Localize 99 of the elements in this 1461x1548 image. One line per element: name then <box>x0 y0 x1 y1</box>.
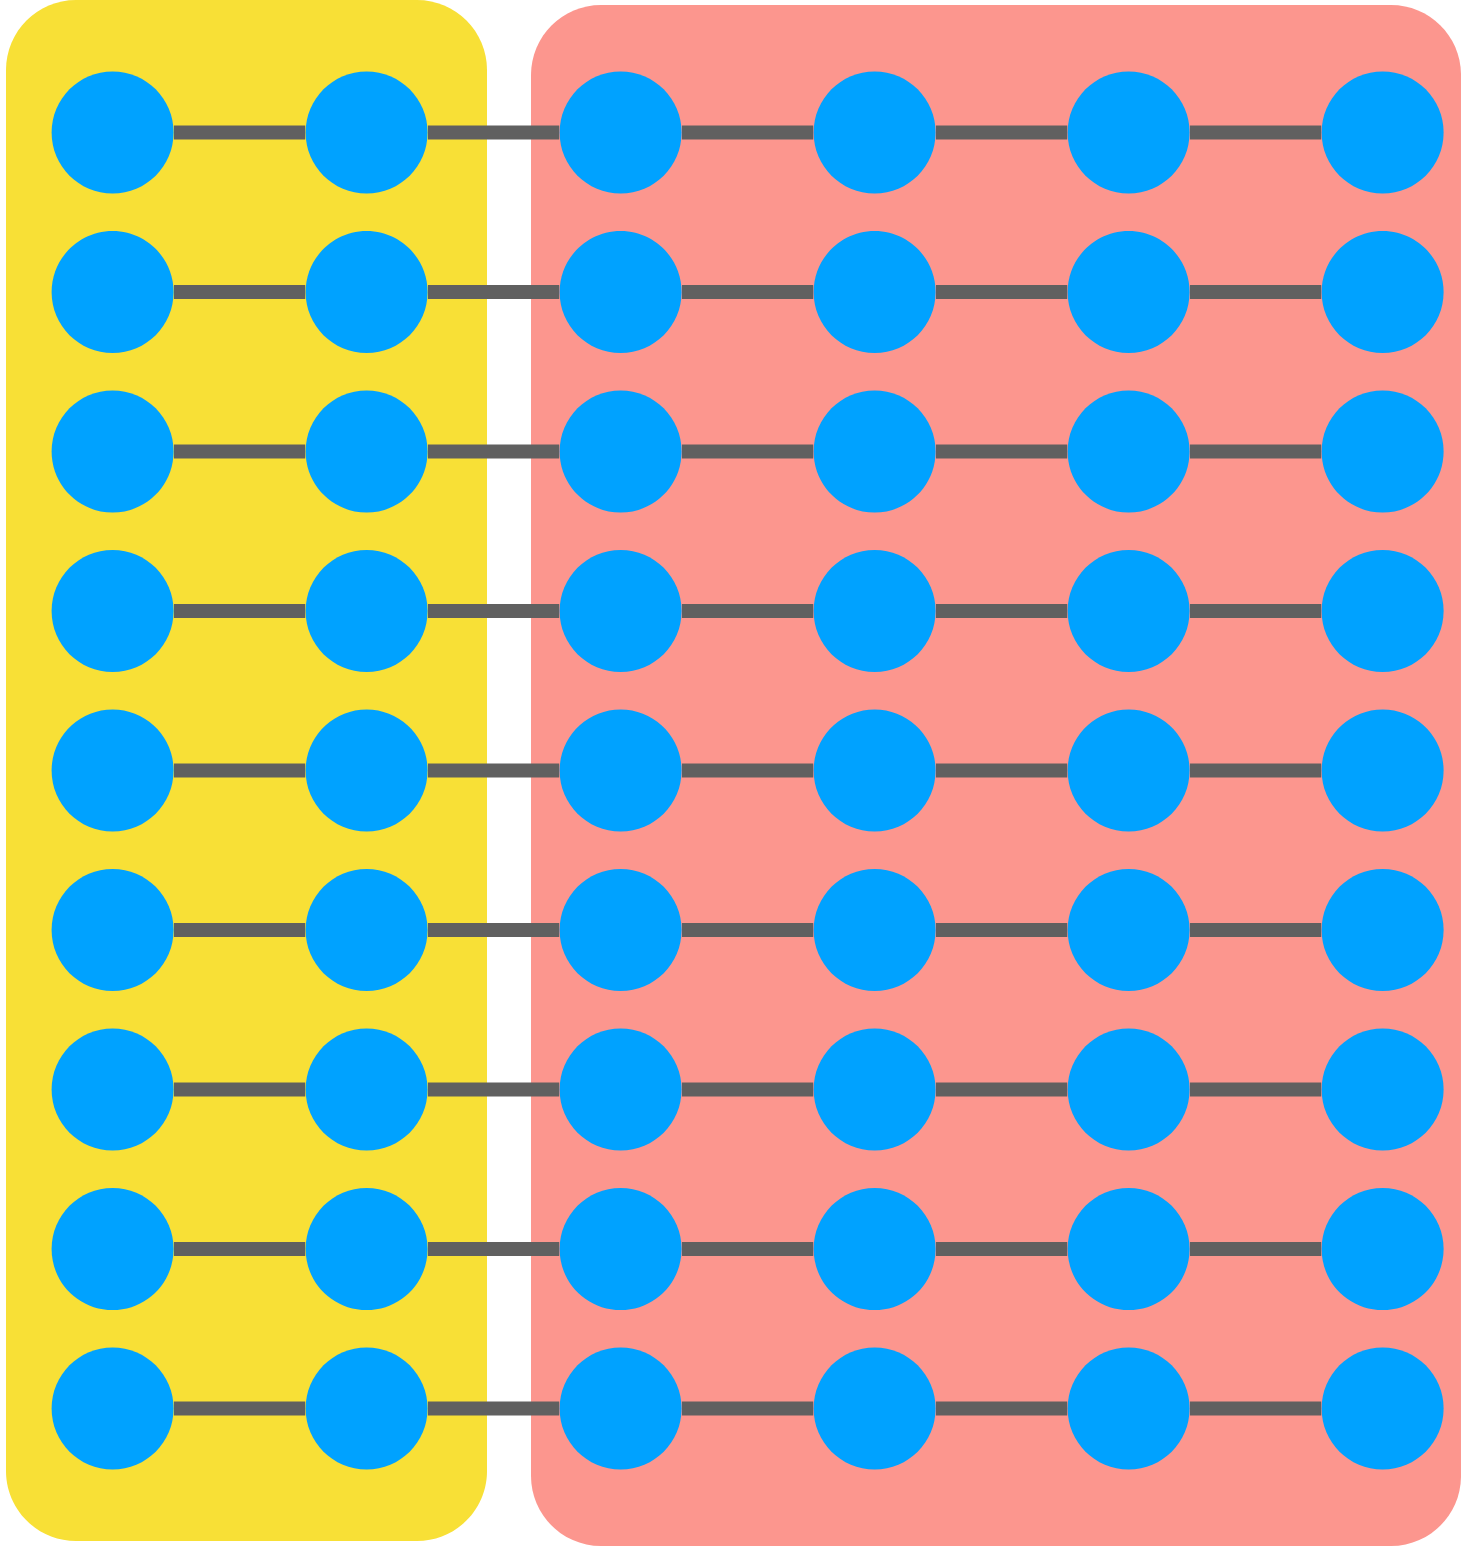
dot <box>51 1188 174 1311</box>
dot <box>1321 71 1444 194</box>
connector-line <box>682 1242 814 1257</box>
dot <box>1067 550 1190 673</box>
connector-line <box>174 125 306 140</box>
connector-line <box>936 1242 1068 1257</box>
dot <box>813 709 936 832</box>
connector-line <box>682 285 814 300</box>
dot <box>1321 390 1444 513</box>
connector-line <box>936 604 1068 619</box>
connector-line <box>682 1401 814 1416</box>
connector-line <box>682 763 814 778</box>
connector-line <box>428 444 560 459</box>
dot <box>1067 1188 1190 1311</box>
dot <box>813 550 936 673</box>
dot <box>559 231 682 354</box>
dot <box>51 231 174 354</box>
dot <box>559 390 682 513</box>
dot <box>559 71 682 194</box>
connector-line <box>1190 923 1322 938</box>
dot <box>305 709 428 832</box>
connector-line <box>174 763 306 778</box>
connector-line <box>174 604 306 619</box>
connector-line <box>428 1082 560 1097</box>
connector-line <box>428 125 560 140</box>
connector-line <box>682 125 814 140</box>
connector-line <box>174 923 306 938</box>
connector-line <box>174 444 306 459</box>
connector-line <box>936 1082 1068 1097</box>
connector-line <box>936 444 1068 459</box>
dot <box>305 869 428 992</box>
dot <box>1321 1188 1444 1311</box>
dot <box>1067 1347 1190 1470</box>
dot <box>813 1347 936 1470</box>
connector-line <box>428 604 560 619</box>
dot <box>813 390 936 513</box>
connector-line <box>936 125 1068 140</box>
dot <box>305 1347 428 1470</box>
connector-line <box>936 763 1068 778</box>
dot <box>1067 231 1190 354</box>
connector-line <box>682 923 814 938</box>
dot <box>1321 869 1444 992</box>
connector-line <box>936 1401 1068 1416</box>
dot <box>51 1347 174 1470</box>
connector-line <box>1190 604 1322 619</box>
dot <box>1067 390 1190 513</box>
dot <box>1321 231 1444 354</box>
dot <box>1321 550 1444 673</box>
dot <box>51 550 174 673</box>
dot <box>813 1188 936 1311</box>
connector-line <box>428 1401 560 1416</box>
connector-line <box>682 444 814 459</box>
connector-line <box>428 763 560 778</box>
dot <box>1067 709 1190 832</box>
dot <box>51 1028 174 1151</box>
dot <box>51 390 174 513</box>
connector-line <box>1190 1401 1322 1416</box>
dot <box>559 1028 682 1151</box>
dot <box>559 1188 682 1311</box>
connector-line <box>428 1242 560 1257</box>
dot <box>51 71 174 194</box>
connector-line <box>682 1082 814 1097</box>
dot <box>813 231 936 354</box>
dot <box>1067 869 1190 992</box>
dot <box>813 869 936 992</box>
connector-line <box>1190 125 1322 140</box>
dot <box>305 550 428 673</box>
dot <box>305 231 428 354</box>
dot <box>1321 709 1444 832</box>
dot <box>305 1188 428 1311</box>
connector-line <box>936 285 1068 300</box>
connector-line <box>428 923 560 938</box>
connector-line <box>174 1082 306 1097</box>
connector-line <box>174 285 306 300</box>
dot <box>813 71 936 194</box>
dot <box>51 709 174 832</box>
dot <box>305 390 428 513</box>
connector-line <box>1190 285 1322 300</box>
dot <box>559 550 682 673</box>
connector-line <box>428 285 560 300</box>
dot <box>559 869 682 992</box>
dot <box>305 71 428 194</box>
connector-line <box>682 604 814 619</box>
connector-line <box>1190 444 1322 459</box>
dot <box>559 709 682 832</box>
dot <box>305 1028 428 1151</box>
connector-line <box>936 923 1068 938</box>
dot <box>559 1347 682 1470</box>
dot <box>51 869 174 992</box>
connector-line <box>1190 1242 1322 1257</box>
dot <box>1321 1028 1444 1151</box>
dot <box>813 1028 936 1151</box>
connector-line <box>1190 763 1322 778</box>
connector-line <box>1190 1082 1322 1097</box>
connector-line <box>174 1401 306 1416</box>
connector-line <box>174 1242 306 1257</box>
dot <box>1067 71 1190 194</box>
dot <box>1067 1028 1190 1151</box>
dot <box>1321 1347 1444 1470</box>
